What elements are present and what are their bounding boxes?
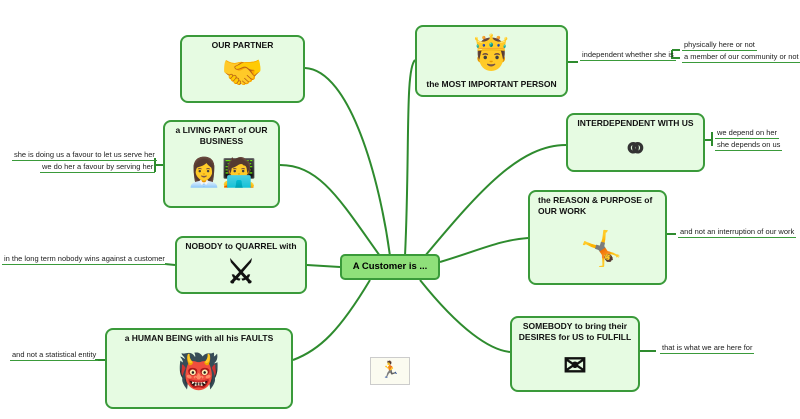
- topic-nobody-to-quarrel[interactable]: NOBODY to QUARREL with ⚔: [175, 236, 307, 294]
- central-topic[interactable]: A Customer is ...: [340, 254, 440, 280]
- note[interactable]: and not an interruption of our work: [678, 227, 797, 238]
- note[interactable]: she depends on us: [715, 140, 783, 151]
- topic-title: a LIVING PART of OUR BUSINESS: [175, 125, 268, 146]
- topic-title: NOBODY to QUARREL with: [185, 241, 297, 251]
- topic-title: the MOST IMPORTANT PERSON: [426, 79, 557, 89]
- topic-living-part[interactable]: a LIVING PART of OUR BUSINESS 👩‍💼🧑‍💻: [163, 120, 280, 208]
- topic-human-being[interactable]: a HUMAN BEING with all his FAULTS 👹: [105, 328, 293, 409]
- note[interactable]: physically here or not: [682, 40, 757, 51]
- note[interactable]: she is doing us a favour to let us serve…: [12, 150, 157, 161]
- topic-title: OUR PARTNER: [211, 40, 274, 50]
- crossed-swords-icon: ⚔: [226, 254, 256, 290]
- topic-most-important[interactable]: 🤴 the MOST IMPORTANT PERSON: [415, 25, 568, 97]
- king-icon: 🤴: [470, 34, 513, 72]
- topic-title: INTERDEPENDENT WITH US: [577, 118, 694, 128]
- topic-somebody-desires[interactable]: SOMEBODY to bring their DESIRES for US t…: [510, 316, 640, 392]
- topic-interdependent[interactable]: INTERDEPENDENT WITH US ⚭: [566, 113, 705, 172]
- topic-reason-purpose[interactable]: the REASON & PURPOSE of OUR WORK 🤸: [528, 190, 667, 285]
- topic-our-partner[interactable]: OUR PARTNER 🤝: [180, 35, 305, 103]
- headstand-icon: 🤸: [580, 230, 623, 268]
- note[interactable]: that is what we are here for: [660, 343, 755, 354]
- topic-title: SOMEBODY to bring their DESIRES for US t…: [518, 321, 632, 342]
- office-people-icon: 👩‍💼🧑‍💻: [186, 157, 257, 188]
- small-figure-icon: 🏃: [370, 357, 410, 385]
- winged-letter-icon: ✉: [563, 350, 587, 381]
- note[interactable]: a member of our community or not: [682, 52, 800, 63]
- devil-icon: 👹: [177, 353, 221, 391]
- topic-title: a HUMAN BEING with all his FAULTS: [124, 333, 274, 343]
- rings-icon: ⚭: [622, 133, 649, 166]
- handshake-icon: 🤝: [221, 54, 264, 92]
- note[interactable]: independent whether she is: [580, 50, 676, 61]
- topic-title: the REASON & PURPOSE of OUR WORK: [538, 195, 653, 216]
- note[interactable]: we depend on her: [715, 128, 780, 139]
- note[interactable]: and not a statistical entity: [10, 350, 99, 361]
- note[interactable]: we do her a favour by serving her: [40, 162, 156, 173]
- note[interactable]: in the long term nobody wins against a c…: [2, 254, 167, 265]
